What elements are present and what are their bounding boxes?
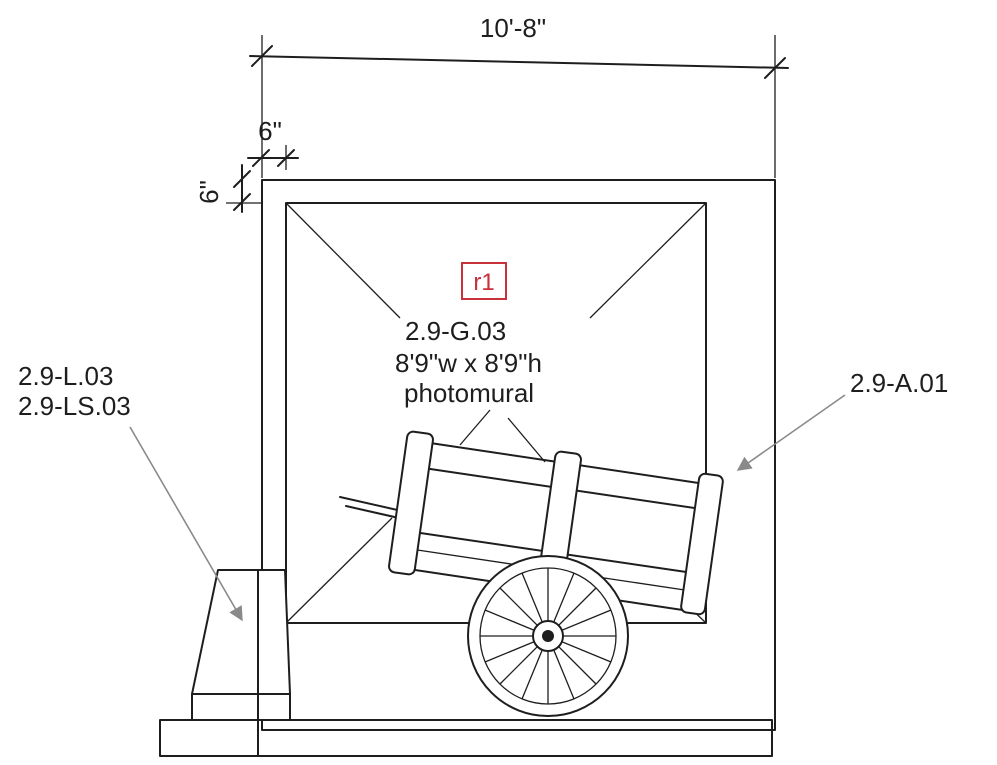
- revision-tag-box: [461, 262, 507, 300]
- cart-artifact: [339, 430, 724, 717]
- base-platform: [159, 719, 773, 757]
- lighting-code: 2.9-L.03: [18, 361, 113, 391]
- artifact-code: 2.9-A.01: [850, 368, 948, 398]
- light-fixture: [191, 569, 291, 721]
- dimension-line: [249, 55, 789, 69]
- border-height-dimension: 6": [194, 164, 262, 213]
- wall-panel: [261, 179, 776, 731]
- tick-mark: [764, 57, 786, 79]
- cart-post-rear: [680, 472, 724, 616]
- tick-mark: [233, 170, 251, 188]
- revision-tag-label: r1: [473, 269, 494, 296]
- overall-width-label: 10'-8": [480, 13, 546, 43]
- lighting-callout: 2.9-L.03 2.9-LS.03: [18, 361, 243, 622]
- photomural-code: 2.9-G.03: [405, 316, 506, 346]
- photomural-size: 8'9"w x 8'9"h: [395, 348, 542, 378]
- photomural-callout: 2.9-G.03 8'9"w x 8'9"h photomural: [395, 316, 546, 463]
- cart-post-front: [388, 430, 434, 576]
- border-width-dimension: 6": [247, 116, 299, 170]
- photomural-description: photomural: [404, 378, 534, 408]
- photomural-leader: [459, 409, 491, 446]
- revision-tag: r1: [461, 262, 507, 300]
- cart-wheel: [467, 555, 629, 717]
- lighting-spec-code: 2.9-LS.03: [18, 391, 131, 421]
- lighting-leader-arrow: [129, 426, 243, 622]
- photomural-leader: [507, 417, 546, 463]
- tick-mark: [252, 149, 270, 167]
- border-width-label: 6": [258, 116, 282, 146]
- border-height-label: 6": [194, 180, 224, 204]
- tick-mark: [233, 193, 251, 211]
- overall-width-dimension: 10'-8": [249, 13, 789, 178]
- tick-mark: [251, 45, 273, 67]
- artifact-leader-arrow: [736, 394, 846, 471]
- artifact-callout: 2.9-A.01: [736, 368, 948, 471]
- tick-mark: [277, 149, 295, 167]
